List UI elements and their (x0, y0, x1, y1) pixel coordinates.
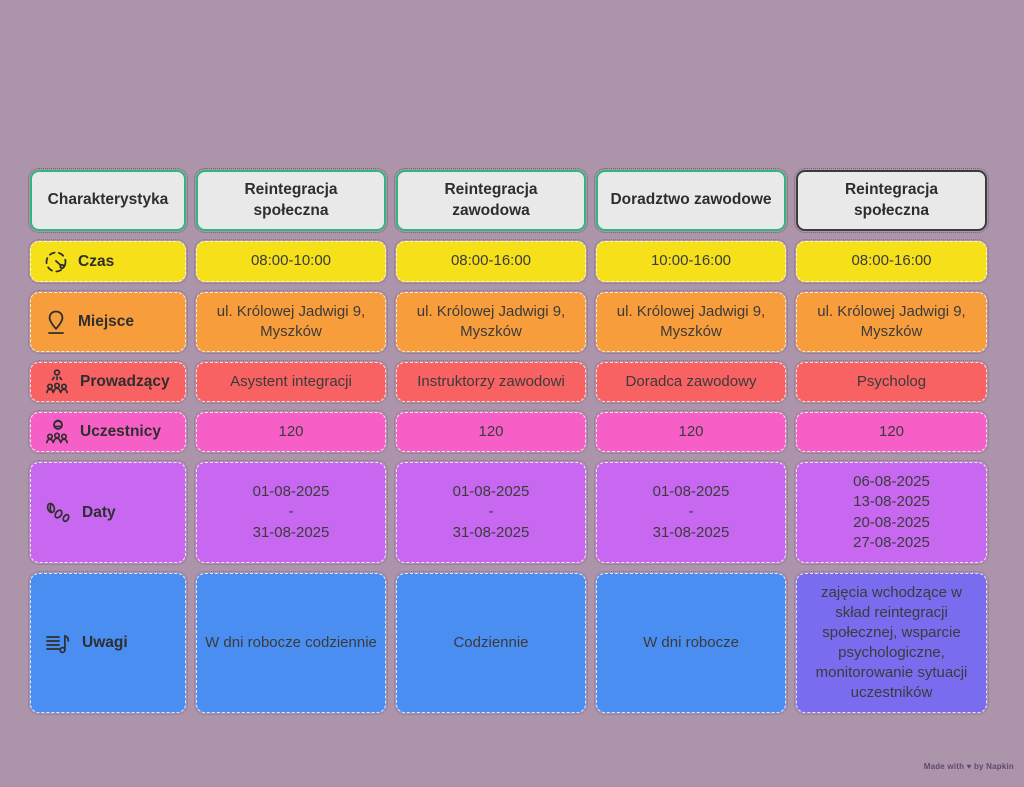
row-label-text: Uwagi (82, 634, 128, 651)
cell-miejsce-col4: ul. Królowej Jadwigi 9, Myszków (794, 290, 989, 354)
cell-prowadzacy-col3: Doradca zawodowy (594, 360, 788, 404)
row-label-uczestnicy: Uczestnicy (28, 410, 188, 454)
header-reintegracja-spoleczna-1: Reintegracja społeczna (194, 168, 388, 233)
napkin-watermark: Made with ♥ by Napkin (923, 762, 1014, 771)
header-charakterystyka: Charakterystyka (28, 168, 188, 233)
cell-prowadzacy-col2: Instruktorzy zawodowi (394, 360, 588, 404)
clock-icon (43, 249, 69, 275)
row-label-miejsce: Miejsce (28, 290, 188, 354)
audience-icon (43, 418, 71, 446)
header-reintegracja-zawodowa: Reintegracja zawodowa (394, 168, 588, 233)
row-label-czas: Czas (28, 239, 188, 284)
header-doradztwo-zawodowe: Doradztwo zawodowe (594, 168, 788, 233)
leaves-icon (43, 499, 73, 527)
cell-uwagi-col2: Codziennie (394, 571, 588, 715)
cell-miejsce-col3: ul. Królowej Jadwigi 9, Myszków (594, 290, 788, 354)
cell-czas-col2: 08:00-16:00 (394, 239, 588, 284)
cell-prowadzacy-col4: Psycholog (794, 360, 989, 404)
row-label-text: Uczestnicy (80, 423, 161, 440)
row-label-text: Daty (82, 503, 116, 521)
schedule-table: Charakterystyka Reintegracja społeczna R… (28, 168, 989, 715)
location-pin-icon (43, 308, 69, 336)
cell-uwagi-col3: W dni robocze (594, 571, 788, 715)
cell-czas-col3: 10:00-16:00 (594, 239, 788, 284)
cell-uwagi-col4-highlight: zajęcia wchodzące w skład reintegracji s… (794, 571, 989, 715)
cell-uczestnicy-col1: 120 (194, 410, 388, 454)
cell-uczestnicy-col3: 120 (594, 410, 788, 454)
row-label-uwagi: Uwagi (28, 571, 188, 715)
cell-czas-col4: 08:00-16:00 (794, 239, 989, 284)
cell-czas-col1: 08:00-10:00 (194, 239, 388, 284)
cell-daty-col4: 06-08-2025 13-08-2025 20-08-2025 27-08-2… (794, 460, 989, 565)
row-label-text: Miejsce (78, 313, 135, 330)
row-label-daty: Daty (28, 460, 188, 565)
row-label-text: Czas (78, 252, 115, 270)
cell-uwagi-col1: W dni robocze codziennie (194, 571, 388, 715)
cell-miejsce-col2: ul. Królowej Jadwigi 9, Myszków (394, 290, 588, 354)
row-label-text: Prowadzący (80, 373, 170, 390)
presenter-icon (43, 368, 71, 396)
cell-uczestnicy-col4: 120 (794, 410, 989, 454)
cell-daty-col1: 01-08-2025 - 31-08-2025 (194, 460, 388, 565)
header-reintegracja-spoleczna-2: Reintegracja społeczna (794, 168, 989, 233)
cell-daty-col3: 01-08-2025 - 31-08-2025 (594, 460, 788, 565)
row-label-prowadzacy: Prowadzący (28, 360, 188, 404)
cell-daty-col2: 01-08-2025 - 31-08-2025 (394, 460, 588, 565)
cell-miejsce-col1: ul. Królowej Jadwigi 9, Myszków (194, 290, 388, 354)
cell-uczestnicy-col2: 120 (394, 410, 588, 454)
notes-icon (43, 629, 73, 657)
cell-prowadzacy-col1: Asystent integracji (194, 360, 388, 404)
